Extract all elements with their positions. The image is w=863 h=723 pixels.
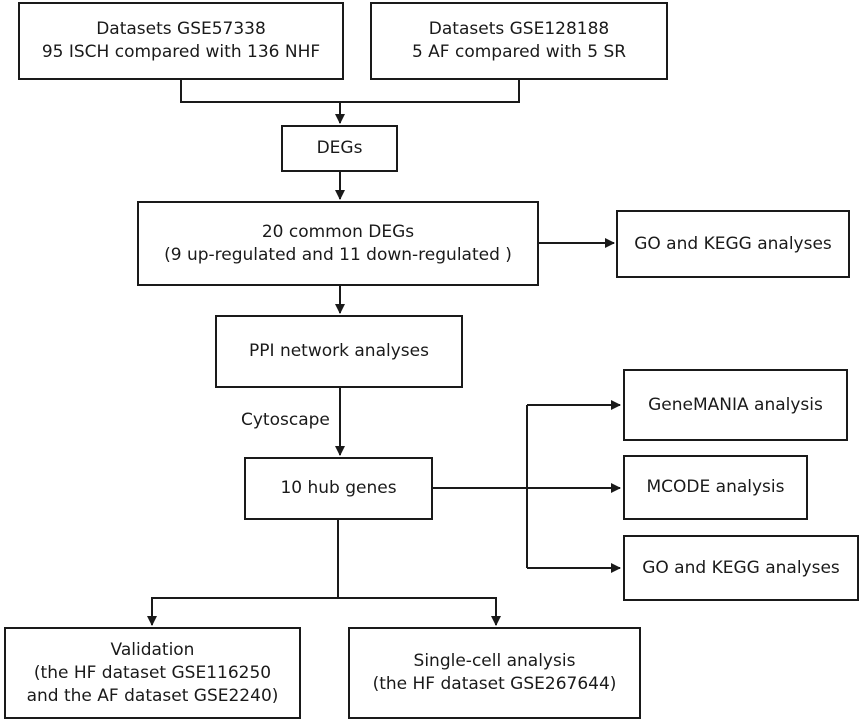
node-gse128188: Datasets GSE128188 5 AF compared with 5 … xyxy=(370,2,668,80)
node-single-cell-line1: Single-cell analysis xyxy=(413,651,576,671)
node-genemania-line1: GeneMANIA analysis xyxy=(648,394,823,415)
node-gse57338-line2: 95 ISCH compared with 136 NHF xyxy=(41,42,321,62)
node-validation: Validation (the HF dataset GSE116250 and… xyxy=(4,627,301,719)
edge-gse57338-merge xyxy=(180,80,520,103)
node-validation-line1: Validation xyxy=(110,639,195,660)
edge-label-cytoscape: Cytoscape xyxy=(241,410,330,430)
node-ppi: PPI network analyses xyxy=(215,315,463,388)
node-mcode-line1: MCODE analysis xyxy=(646,477,785,497)
node-single-cell-line2: (the HF dataset GSE267644) xyxy=(372,674,617,694)
node-common-degs-line1: 20 common DEGs xyxy=(261,221,415,242)
node-hub-genes-line1: 10 hub genes xyxy=(280,478,397,498)
node-single-cell: Single-cell analysis (the HF dataset GSE… xyxy=(348,627,641,719)
node-go-kegg-2-line1: GO and KEGG analyses xyxy=(642,557,840,578)
node-degs: DEGs xyxy=(281,125,398,172)
node-go-kegg-1-line1: GO and KEGG analyses xyxy=(634,233,832,254)
node-hub-genes: 10 hub genes xyxy=(244,457,433,520)
node-gse57338-line1: Datasets GSE57338 xyxy=(96,19,266,39)
node-gse128188-line1: Datasets GSE128188 xyxy=(428,19,610,39)
node-common-degs-line2: (9 up-regulated and 11 down-regulated ) xyxy=(164,244,512,265)
node-common-degs: 20 common DEGs (9 up-regulated and 11 do… xyxy=(137,201,539,286)
edge-split-bottom xyxy=(151,597,497,624)
node-degs-line1: DEGs xyxy=(316,138,363,158)
node-gse57338: Datasets GSE57338 95 ISCH compared with … xyxy=(18,2,344,80)
node-mcode: MCODE analysis xyxy=(623,455,808,520)
node-go-kegg-1: GO and KEGG analyses xyxy=(616,210,850,278)
node-go-kegg-2: GO and KEGG analyses xyxy=(623,535,859,601)
node-genemania: GeneMANIA analysis xyxy=(623,369,848,441)
node-gse128188-line2: 5 AF compared with 5 SR xyxy=(411,42,627,62)
node-ppi-line1: PPI network analyses xyxy=(249,341,429,361)
node-validation-line3: and the AF dataset GSE2240) xyxy=(26,685,279,706)
node-validation-line2: (the HF dataset GSE116250 xyxy=(33,662,272,683)
